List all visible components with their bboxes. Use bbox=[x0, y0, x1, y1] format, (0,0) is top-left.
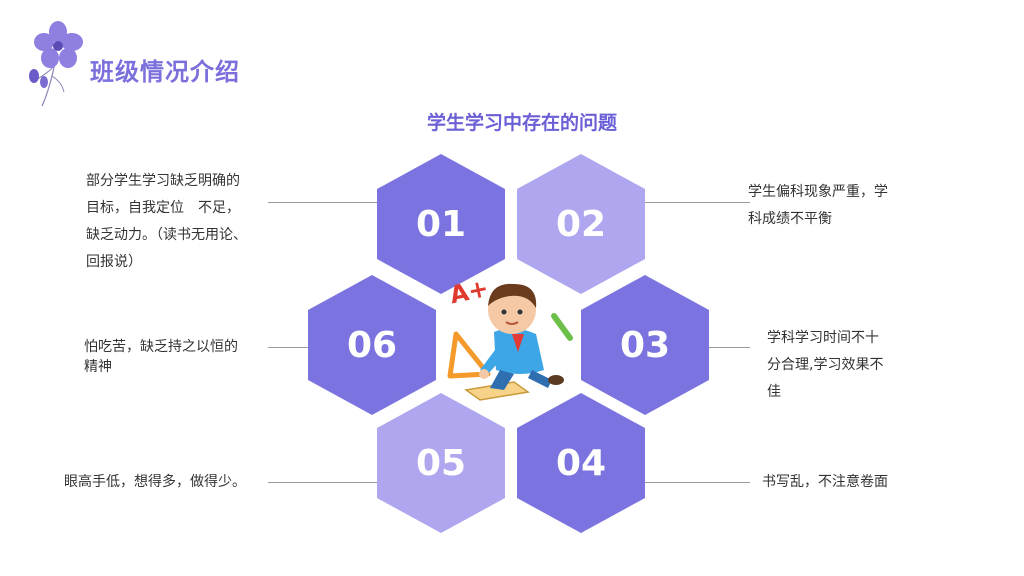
connector-line-05 bbox=[268, 482, 380, 483]
note-04: 书写乱，不注意卷面 bbox=[762, 469, 888, 496]
note-01: 部分学生学习缺乏明确的 目标，自我定位 不足， 缺乏动力。（读书无用论、 回报说… bbox=[86, 168, 247, 276]
note-03: 学科学习时间不十 分合理,学习效果不 佳 bbox=[767, 325, 883, 406]
hex-04: 04 bbox=[517, 393, 645, 533]
connector-line-01 bbox=[268, 202, 380, 203]
note-02-line: 学生偏科现象严重，学 bbox=[748, 184, 888, 200]
note-05-line: 眼高手低，想得多，做得少。 bbox=[64, 474, 246, 490]
note-06-line: 精神 bbox=[84, 359, 112, 375]
hex-01-label: 01 bbox=[415, 203, 467, 245]
grade-mark: A+ bbox=[447, 274, 491, 309]
connector-line-02 bbox=[640, 202, 750, 203]
connector-line-06 bbox=[268, 347, 310, 348]
hex-06-label: 06 bbox=[346, 324, 398, 366]
hex-05: 05 bbox=[377, 393, 505, 533]
note-01-line: 回报说） bbox=[86, 254, 142, 270]
note-01-line: 目标，自我定位 不足， bbox=[86, 200, 240, 216]
flower-icon bbox=[29, 21, 83, 107]
connector-line-04 bbox=[640, 482, 750, 483]
note-03-line: 分合理,学习效果不 bbox=[767, 357, 884, 373]
note-04-line: 书写乱，不注意卷面 bbox=[762, 474, 888, 490]
note-03-line: 学科学习时间不十 bbox=[767, 330, 879, 346]
note-01-line: 缺乏动力。（读书无用论、 bbox=[86, 227, 247, 243]
note-01-line: 部分学生学习缺乏明确的 bbox=[86, 173, 240, 189]
student-writing-icon: A+ bbox=[447, 274, 573, 401]
hex-05-label: 05 bbox=[415, 442, 467, 484]
note-06: 怕吃苦，缺乏持之以恒的 精神 bbox=[84, 337, 238, 377]
hex-02-label: 02 bbox=[555, 203, 607, 245]
note-02-line: 科成绩不平衡 bbox=[748, 211, 832, 227]
page-title: 班级情况介绍 bbox=[90, 58, 240, 86]
connector-line-03 bbox=[708, 347, 750, 348]
hex-03-label: 03 bbox=[619, 324, 671, 366]
note-06-line: 怕吃苦，缺乏持之以恒的 bbox=[84, 339, 238, 355]
hex-04-label: 04 bbox=[555, 442, 607, 484]
note-02: 学生偏科现象严重，学 科成绩不平衡 bbox=[748, 179, 888, 233]
section-subtitle: 学生学习中存在的问题 bbox=[426, 112, 617, 134]
note-03-line: 佳 bbox=[767, 384, 781, 400]
hex-06: 06 bbox=[308, 275, 436, 415]
note-05: 眼高手低，想得多，做得少。 bbox=[64, 469, 246, 496]
hex-01: 01 bbox=[377, 154, 505, 294]
hex-03: 03 bbox=[581, 275, 709, 415]
